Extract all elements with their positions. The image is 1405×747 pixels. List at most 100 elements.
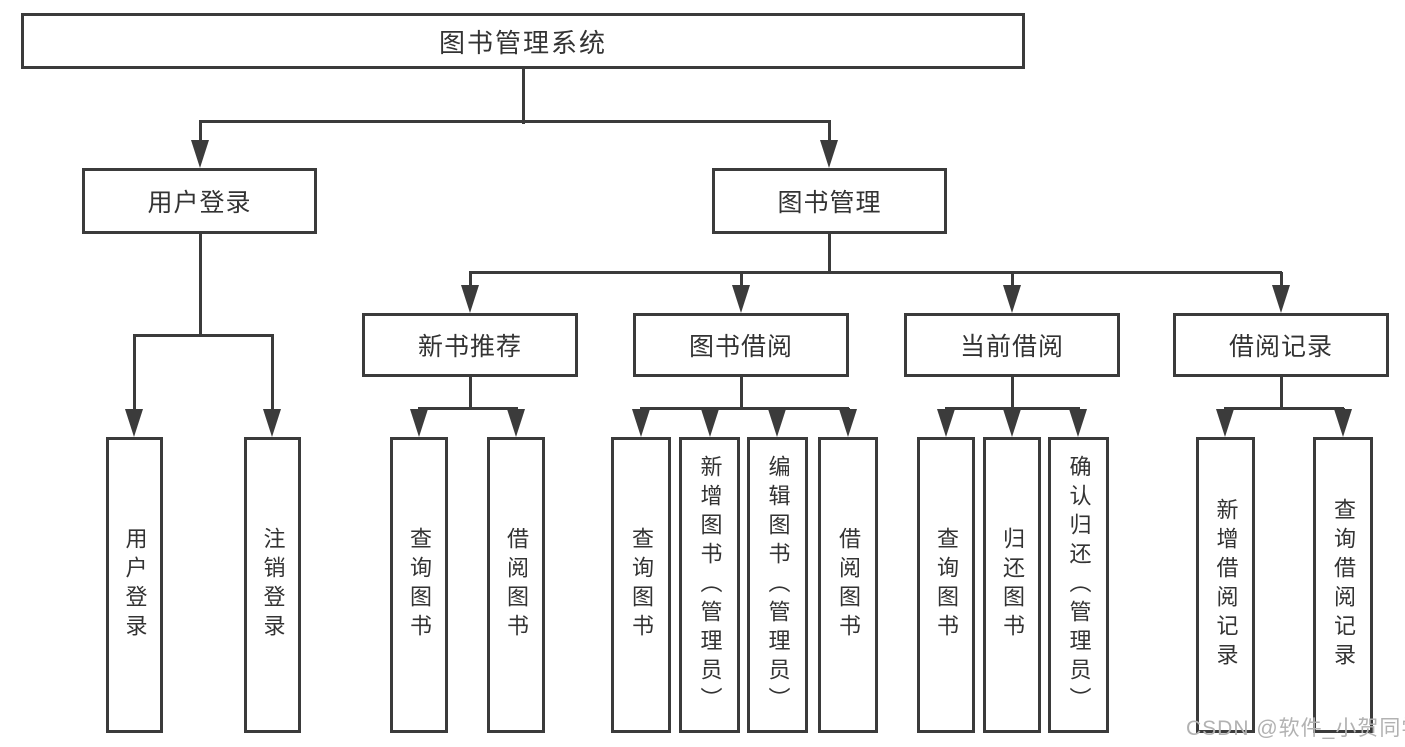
arrow-stem: [132, 335, 136, 409]
arrow-head-icon: [1003, 409, 1021, 437]
arrow-stem: [417, 408, 421, 409]
arrow-to-leaf-query-books-2: [632, 408, 650, 437]
arrow-head-icon: [839, 409, 857, 437]
connector-borrow-records-drop: [1280, 377, 1283, 409]
arrow-head-icon: [461, 285, 479, 313]
arrow-stem: [198, 121, 202, 140]
arrow-to-leaf-query-books-1: [410, 408, 428, 437]
arrow-head-icon: [732, 285, 750, 313]
arrow-to-leaf-borrow-books-1: [507, 408, 525, 437]
arrow-to-borrow-records: [1272, 272, 1290, 313]
arrow-head-icon: [191, 140, 209, 168]
arrow-head-icon: [1003, 285, 1021, 313]
arrow-to-leaf-user-login: [125, 335, 143, 437]
leaf-edit-book-admin: 编辑图书（管理员）: [747, 437, 808, 733]
connector-user-login-branch: [133, 334, 274, 337]
arrow-stem: [1010, 272, 1014, 285]
leaf-query-books-3: 查询图书: [917, 437, 975, 733]
arrow-to-leaf-query-books-3: [937, 408, 955, 437]
arrow-stem: [1279, 272, 1283, 285]
arrow-head-icon: [820, 140, 838, 168]
connector-new-book-branch: [418, 407, 518, 410]
node-new-book-recommend: 新书推荐: [362, 313, 578, 377]
node-book-management: 图书管理: [712, 168, 947, 234]
connector-book-borrow-branch: [640, 407, 849, 410]
arrow-stem: [775, 408, 779, 409]
node-label: 当前借阅: [959, 333, 1064, 361]
arrow-head-icon: [632, 409, 650, 437]
node-label: 查询借阅记录: [1331, 498, 1356, 672]
arrow-stem: [1076, 408, 1080, 409]
node-label: 图书管理系统: [438, 27, 607, 58]
leaf-logout: 注销登录: [244, 437, 301, 733]
leaf-add-book-admin: 新增图书（管理员）: [679, 437, 740, 733]
node-label: 编辑图书（管理员）: [765, 454, 791, 716]
arrow-head-icon: [768, 409, 786, 437]
node-label: 借阅图书: [836, 527, 861, 643]
arrow-head-icon: [701, 409, 719, 437]
arrow-stem: [944, 408, 948, 409]
arrow-stem: [1223, 408, 1227, 409]
arrow-stem: [1010, 408, 1014, 409]
leaf-borrow-books-2: 借阅图书: [818, 437, 878, 733]
node-label: 借阅记录: [1228, 333, 1333, 361]
connector-book-management-drop: [828, 233, 831, 273]
node-current-borrow: 当前借阅: [904, 313, 1120, 377]
arrow-to-leaf-confirm-return: [1069, 408, 1087, 437]
leaf-borrow-books-1: 借阅图书: [487, 437, 545, 733]
node-label: 查询图书: [934, 527, 959, 643]
node-label: 图书管理: [777, 189, 882, 217]
arrow-head-icon: [1272, 285, 1290, 313]
leaf-query-books-1: 查询图书: [390, 437, 448, 733]
arrow-to-leaf-logout: [263, 335, 281, 437]
arrow-to-book-borrow: [732, 272, 750, 313]
arrow-head-icon: [1069, 409, 1087, 437]
connector-current-borrow-drop: [1011, 377, 1014, 409]
arrow-stem: [639, 408, 643, 409]
node-label: 借阅图书: [504, 527, 529, 643]
leaf-user-login: 用户登录: [106, 437, 163, 733]
node-label: 用户登录: [147, 189, 252, 217]
leaf-query-borrow-record: 查询借阅记录: [1313, 437, 1373, 733]
arrow-to-user-login: [191, 121, 209, 168]
arrow-head-icon: [410, 409, 428, 437]
leaf-query-books-2: 查询图书: [611, 437, 671, 733]
arrow-head-icon: [507, 409, 525, 437]
node-label: 注销登录: [260, 527, 286, 643]
leaf-add-borrow-record: 新增借阅记录: [1196, 437, 1255, 733]
node-label: 归还图书: [1000, 527, 1025, 643]
node-label: 用户登录: [122, 527, 148, 643]
node-root-library-system: 图书管理系统: [21, 13, 1025, 69]
arrow-stem: [827, 121, 831, 140]
leaf-confirm-return-admin: 确认归还（管理员）: [1048, 437, 1109, 733]
arrow-head-icon: [125, 409, 143, 437]
arrow-stem: [708, 408, 712, 409]
node-user-login: 用户登录: [82, 168, 317, 234]
arrow-to-leaf-return-book: [1003, 408, 1021, 437]
node-label: 查询图书: [629, 527, 654, 643]
arrow-stem: [1341, 408, 1345, 409]
node-borrow-records: 借阅记录: [1173, 313, 1389, 377]
connector-root-drop: [522, 69, 525, 124]
arrow-to-leaf-borrow-books-2: [839, 408, 857, 437]
arrow-head-icon: [1334, 409, 1352, 437]
arrow-to-leaf-add-borrow-record: [1216, 408, 1234, 437]
arrow-stem: [846, 408, 850, 409]
connector-root-branch: [199, 120, 831, 123]
connector-book-management-branch: [469, 271, 1282, 274]
arrow-stem: [468, 272, 472, 285]
arrow-to-leaf-query-borrow-record: [1334, 408, 1352, 437]
arrow-head-icon: [937, 409, 955, 437]
arrow-stem: [270, 335, 274, 409]
arrow-to-leaf-edit-book: [768, 408, 786, 437]
arrow-to-current-borrow: [1003, 272, 1021, 313]
arrow-head-icon: [1216, 409, 1234, 437]
node-book-borrow: 图书借阅: [633, 313, 849, 377]
connector-new-book-drop: [469, 377, 472, 409]
connector-borrow-records-branch: [1224, 407, 1344, 410]
csdn-watermark: CSDN @软件_小贺同学: [1186, 717, 1405, 740]
node-label: 新增图书（管理员）: [697, 454, 723, 716]
leaf-return-book: 归还图书: [983, 437, 1041, 733]
node-label: 新增借阅记录: [1213, 498, 1239, 672]
